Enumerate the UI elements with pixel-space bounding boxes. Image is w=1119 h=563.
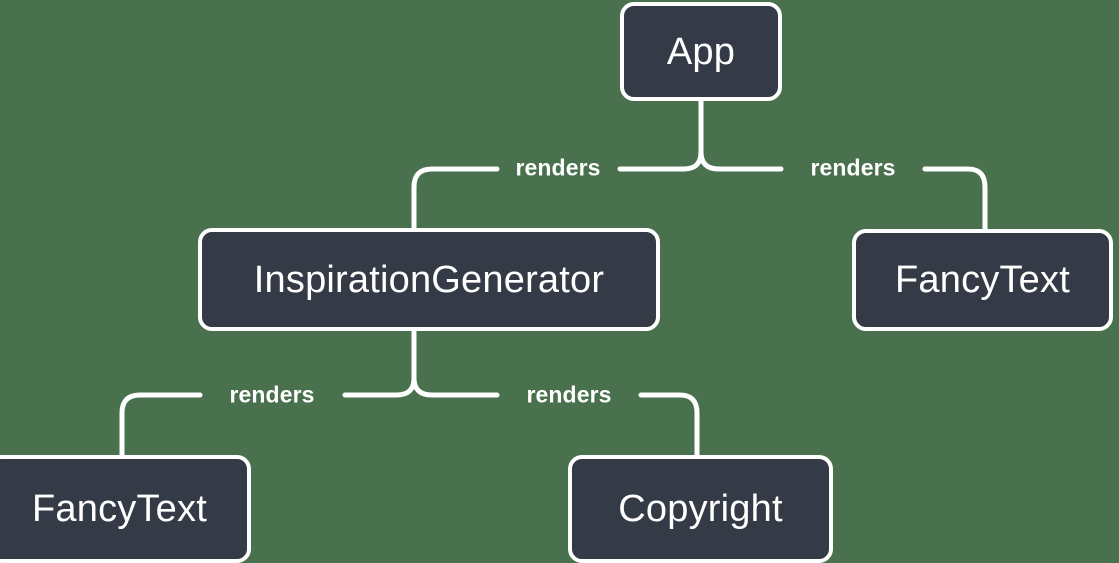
edge-app-to-fancytext-right [922, 166, 988, 232]
edge-app-to-fancytext-left [698, 149, 784, 172]
node-fancytext-top-label: FancyText [895, 259, 1070, 301]
node-inspiration-generator[interactable]: InspirationGenerator [198, 228, 660, 331]
node-fancytext-bottom-label: FancyText [32, 488, 207, 530]
edge-label-inspiration-generator-to-fancytext-bottom: renders [229, 381, 315, 408]
edge-label-inspiration-generator-to-copyright: renders [526, 381, 612, 408]
edge-inspirationgenerator-to-fancytext-left [119, 392, 203, 458]
node-copyright-label: Copyright [618, 488, 783, 530]
node-fancytext-top[interactable]: FancyText [852, 229, 1113, 331]
edge-label-app-to-fancytext-top: renders [810, 154, 896, 181]
edge-app-to-inspirationgenerator-right [617, 149, 704, 172]
node-fancytext-bottom[interactable]: FancyText [0, 455, 251, 563]
edge-label-app-to-inspiration-generator: renders [515, 154, 601, 181]
edge-app-to-inspirationgenerator-left [411, 166, 500, 231]
node-copyright[interactable]: Copyright [568, 455, 833, 563]
edge-inspirationgenerator-to-copyright-left [411, 375, 500, 398]
node-inspiration-generator-label: InspirationGenerator [253, 258, 605, 301]
edge-inspirationgenerator-to-fancytext-right [342, 375, 417, 398]
edge-inspirationgenerator-to-copyright-right [638, 392, 700, 458]
node-app[interactable]: App [620, 2, 782, 101]
node-app-label: App [666, 30, 736, 73]
